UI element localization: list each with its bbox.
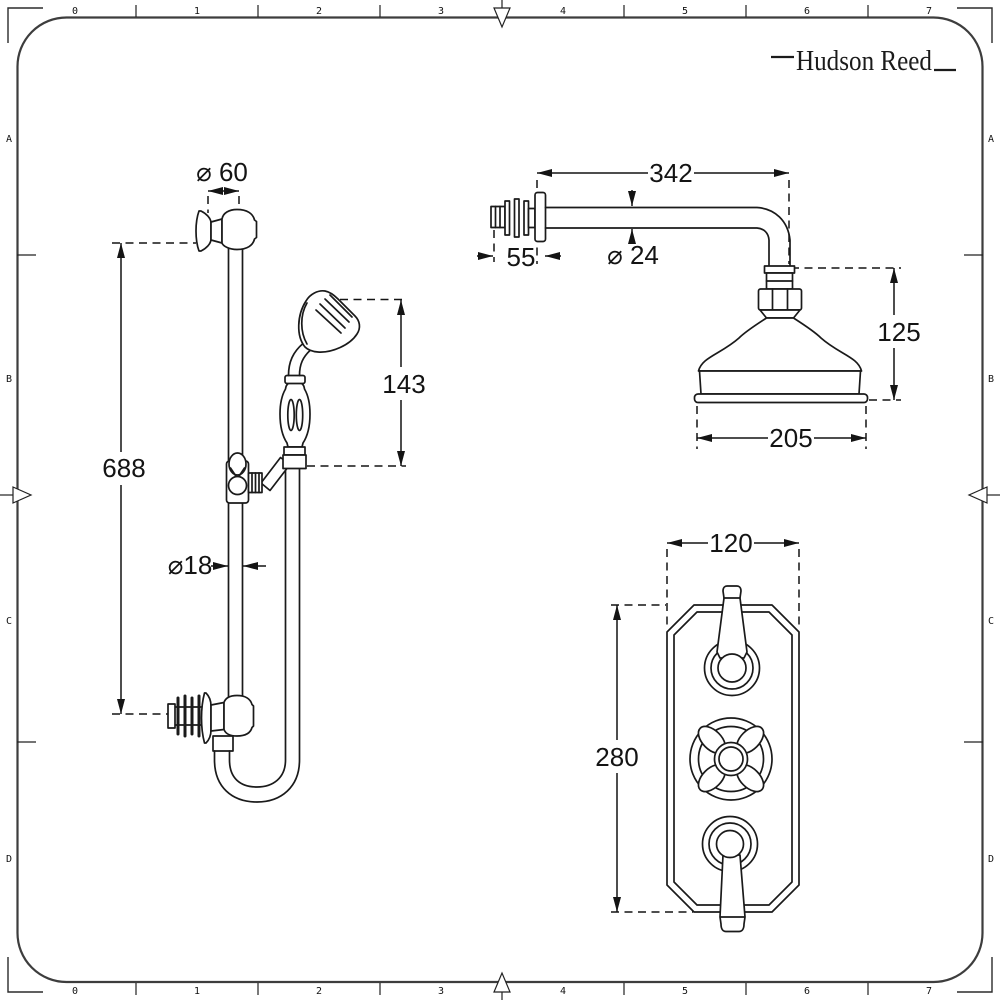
dimension-label-wall-depth: 55 [507,242,536,272]
ruler-top: 0 1 2 3 4 5 6 7 [72,0,932,29]
ruler-number: 7 [926,6,932,17]
dimension-label-arm-length: 342 [649,158,692,188]
ruler-letter: B [988,374,994,385]
dimension-lines: 342 55 ⌀ 24 125 205 [477,157,922,454]
ruler-ticks-bottom [135,983,869,995]
ruler-letter: D [6,854,12,865]
brand-logo: Hudson Reed [771,45,956,77]
rail-slider [225,452,291,504]
ruler-bottom: 0 1 2 3 4 5 6 7 [72,971,932,1000]
valve-figure: 120 280 [594,527,800,933]
ruler-number: 7 [926,986,932,997]
page-frame [7,7,993,993]
ruler-number: 5 [682,6,688,17]
extension-lines [611,549,800,913]
ruler-number: 4 [560,986,566,997]
dimension-label-head-height: 125 [877,317,920,347]
ruler-letter: C [988,616,994,627]
head-bell [697,317,863,372]
ruler-number: 2 [316,6,322,17]
handset-shower [279,290,361,470]
center-marker-top-icon [493,7,511,29]
ruler-number: 6 [804,986,810,997]
dimension-label-head-diameter: 205 [769,423,812,453]
dimension-label-plate-width: 120 [709,528,752,558]
hose-connector [282,454,307,470]
dimension-label-rail-length: 688 [102,453,145,483]
ruler-number: 3 [438,6,444,17]
shower-head [693,265,869,404]
dimension-label-handset-height: 143 [382,369,425,399]
ruler-number: 6 [804,6,810,17]
corner-mark-bottom-left [7,957,43,993]
lever-handle-up [716,585,748,659]
head-rim [693,393,869,404]
shower-hose [213,467,301,803]
ruler-number: 2 [316,986,322,997]
valve-top-lever [703,585,761,697]
corner-mark-bottom-right [957,957,993,993]
overhead-shower-figure: 342 55 ⌀ 24 125 205 [477,157,922,454]
dimension-label-arm-diameter: ⌀ 24 [607,240,659,270]
shower-arm-tube [544,206,791,267]
arm-wall-fixing [490,191,547,243]
center-marker-right-icon [967,486,988,504]
ruler-number: 5 [682,986,688,997]
ruler-ticks-top [135,5,869,17]
ruler-number: 4 [560,6,566,17]
ruler-number: 0 [72,6,78,17]
brand-logo-text: Hudson Reed [796,45,932,77]
center-marker-left-icon [12,486,33,504]
valve-bottom-lever [701,815,759,933]
hose-elbow [212,735,234,752]
slide-rail-figure: ⌀ 60 688 143 ⌀18 [101,157,427,803]
wall-flange [534,191,547,243]
connector-nut [757,288,803,311]
extension-lines [112,196,406,715]
bottom-wall-bracket [167,692,255,752]
corner-mark-top-left [7,7,43,43]
dimension-label-plate-height: 280 [595,742,638,772]
page-border [16,16,984,984]
ruler-letter: A [988,134,994,145]
ruler-letter: B [6,374,12,385]
extension-lines [493,180,901,449]
dimension-lines: ⌀ 60 688 143 ⌀18 [101,157,427,714]
corner-mark-top-right [957,7,993,43]
top-wall-bracket [195,208,258,252]
ruler-letter: D [988,854,994,865]
ruler-letter: A [6,134,12,145]
ruler-right: A B C D [964,134,1000,865]
ruler-number: 1 [194,6,200,17]
dimension-lines: 120 280 [594,527,799,912]
ruler-number: 0 [72,986,78,997]
ruler-number: 3 [438,986,444,997]
lever-handle-down [719,854,746,933]
ruler-left: A B C D [0,134,36,865]
valve-cross-knob [689,717,773,801]
dimension-label-rail-diameter: ⌀18 [168,550,213,580]
center-marker-bottom-icon [493,971,511,993]
ruler-letter: C [6,616,12,627]
dimension-label-bracket-diameter: ⌀ 60 [196,157,248,187]
ruler-number: 1 [194,986,200,997]
